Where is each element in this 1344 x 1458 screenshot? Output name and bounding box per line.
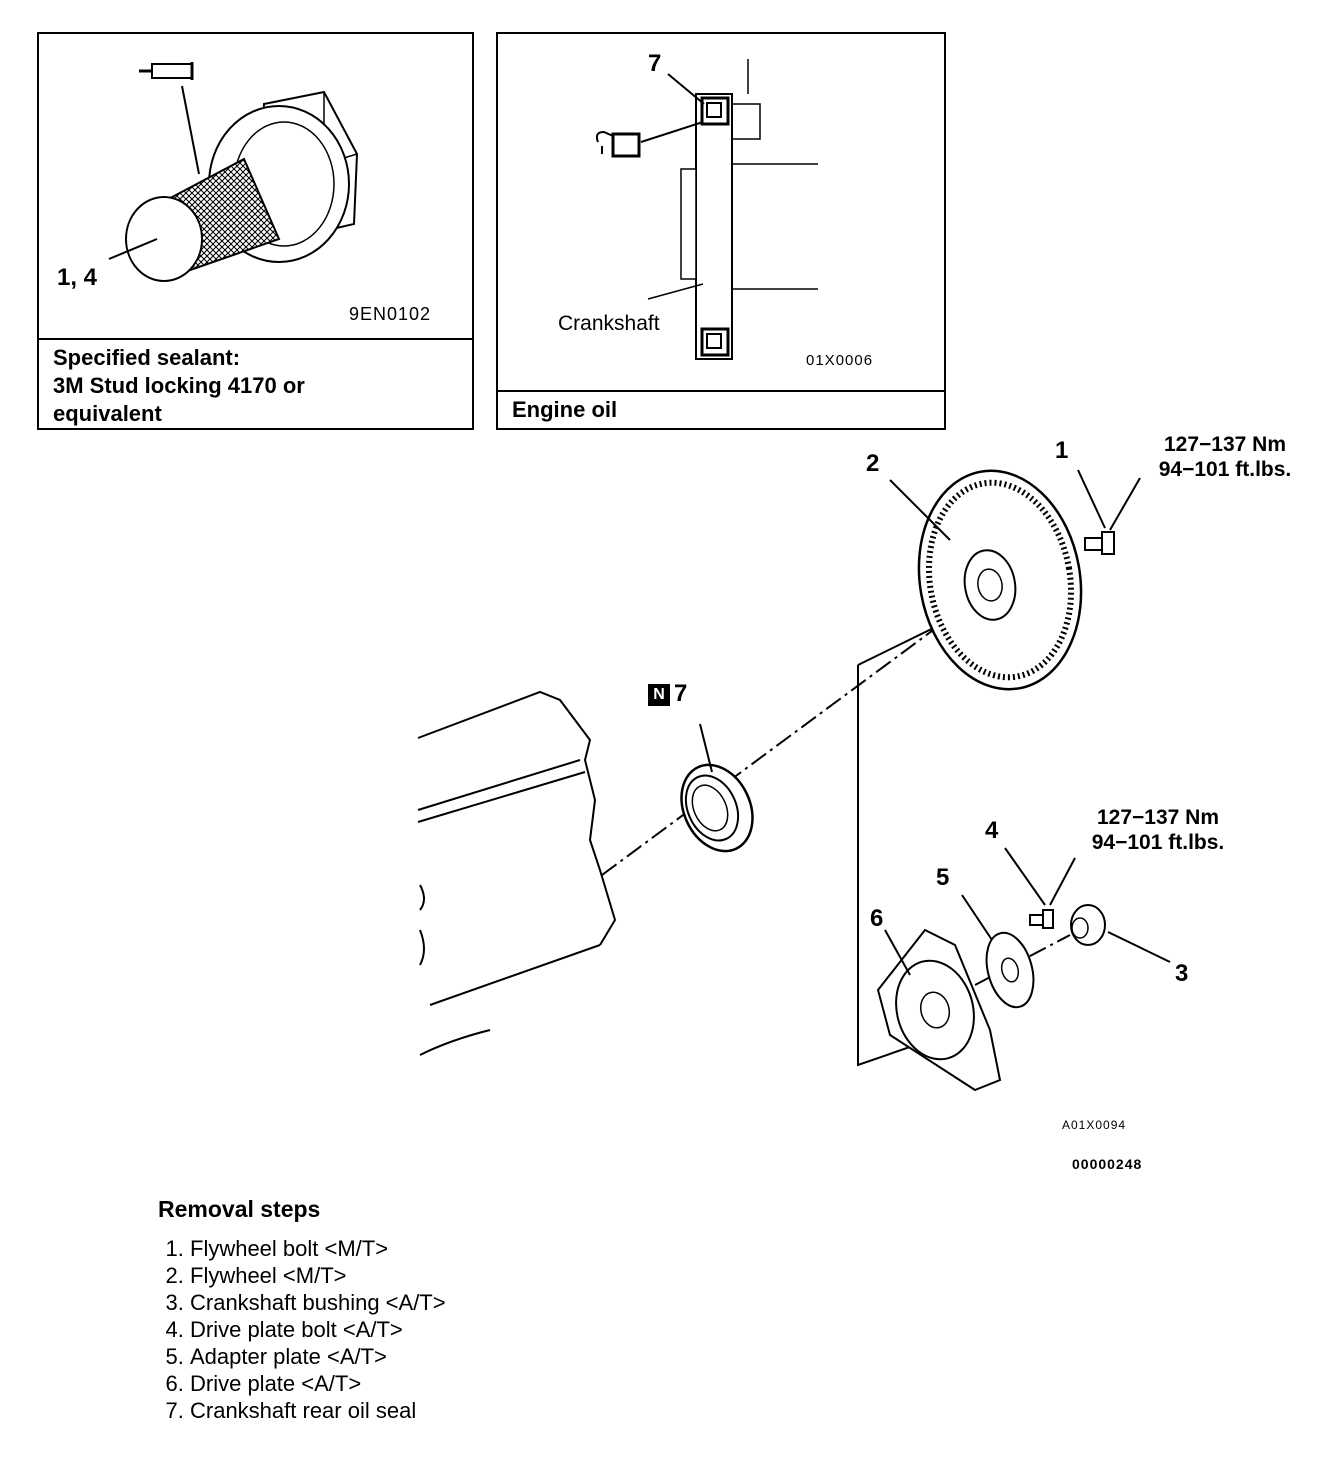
- seal-section-illustration: [595, 59, 818, 360]
- callout-2: 2: [866, 450, 880, 477]
- sealant-panel: 1, 4 9EN0102 Specified sealant: 3M Stud …: [37, 32, 474, 430]
- removal-steps-list: Flywheel bolt <M/T> Flywheel <M/T> Crank…: [158, 1235, 446, 1424]
- callout-7-inset: 7: [648, 50, 662, 77]
- caption-line: equivalent: [53, 401, 162, 426]
- bolt-illustration: [108, 62, 359, 282]
- callout-1-4: 1, 4: [57, 264, 98, 291]
- callout-4: 4: [985, 817, 999, 844]
- callout-7-number: 7: [674, 680, 688, 707]
- figure-code-00000248: 00000248: [1072, 1156, 1143, 1172]
- sealant-caption: Specified sealant: 3M Stud locking 4170 …: [39, 338, 472, 428]
- crankshaft-bushing-part: [1070, 904, 1106, 946]
- drive-plate-bolt-part: [1029, 909, 1054, 929]
- flywheel-bolt-part: [1084, 531, 1115, 555]
- new-part-badge: N: [648, 684, 670, 706]
- crankshaft-label: Crankshaft: [558, 312, 660, 335]
- list-item: Adapter plate <A/T>: [190, 1343, 446, 1370]
- torque-ftlbs: 94−101 ft.lbs.: [1158, 458, 1292, 481]
- engine-block: [417, 690, 617, 1056]
- caption-line: Specified sealant:: [53, 345, 241, 370]
- list-item: Flywheel bolt <M/T>: [190, 1235, 446, 1262]
- flywheel-part: [917, 469, 1083, 691]
- exploded-view: [417, 469, 1171, 1092]
- list-item: Crankshaft bushing <A/T>: [190, 1289, 446, 1316]
- torque-nm: 127−137 Nm: [1163, 433, 1286, 456]
- center-line: [601, 587, 991, 876]
- engine-oil-panel: 7 Crankshaft 01X0006 Engine oil: [496, 32, 946, 430]
- torque-spec-drive-plate-bolt: 127−137 Nm 94−101 ft.lbs.: [1073, 805, 1243, 855]
- torque-spec-flywheel-bolt: 127−137 Nm 94−101 ft.lbs.: [1140, 432, 1310, 482]
- list-item: Crankshaft rear oil seal: [190, 1397, 446, 1424]
- removal-steps-title: Removal steps: [158, 1196, 321, 1222]
- callout-1: 1: [1055, 437, 1069, 464]
- callout-5: 5: [936, 864, 950, 891]
- list-item: Drive plate <A/T>: [190, 1370, 446, 1397]
- engine-oil-caption: Engine oil: [498, 390, 944, 428]
- list-item: Flywheel <M/T>: [190, 1262, 446, 1289]
- oil-seal-part: [680, 763, 754, 853]
- adapter-plate-part: [985, 931, 1035, 1009]
- torque-ftlbs: 94−101 ft.lbs.: [1091, 831, 1225, 854]
- figure-code-9en0102: 9EN0102: [349, 304, 432, 324]
- caption-line: 3M Stud locking 4170 or: [53, 373, 305, 398]
- list-item: Drive plate bolt <A/T>: [190, 1316, 446, 1343]
- removal-steps: Removal steps Flywheel bolt <M/T> Flywhe…: [158, 1196, 446, 1424]
- figure-code-01x0006: 01X0006: [806, 352, 874, 369]
- figure-code-a01x0094: A01X0094: [1062, 1118, 1127, 1132]
- oil-can-icon: [595, 130, 641, 158]
- callout-6: 6: [870, 905, 884, 932]
- drive-plate-part: [876, 928, 1002, 1092]
- bracket-line: [857, 665, 931, 1067]
- callout-3: 3: [1175, 960, 1189, 987]
- torque-nm: 127−137 Nm: [1096, 806, 1219, 829]
